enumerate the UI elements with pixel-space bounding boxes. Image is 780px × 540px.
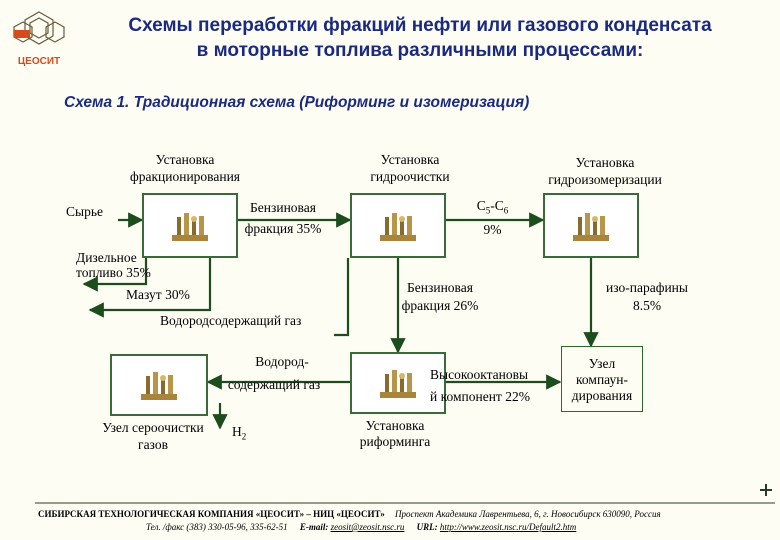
compounding-node: Узел компаун- дирования	[561, 346, 643, 412]
refinery-icon	[573, 212, 609, 241]
footer-url-link[interactable]: http://www.zeosit.nsc.ru/Default2.htm	[439, 522, 577, 532]
page-title-line1: Схемы переработки фракций нефти или газо…	[128, 15, 712, 36]
compounding-line1: Узел	[588, 356, 616, 371]
unit-hydroisomerization-label-2: гидроизомеризации	[548, 172, 662, 187]
flow-isoparaffins-line2: 8.5%	[632, 298, 662, 313]
flow-mazut-label: Мазут 30%	[126, 287, 190, 302]
flow-feed-label: Сырье	[66, 204, 103, 219]
refinery-icon	[141, 372, 177, 400]
unit-hydroisomerization	[543, 193, 639, 258]
unit-fractionation-label-1: Установка	[155, 152, 215, 167]
footer-email-link[interactable]: zeosit@zeosit.nsc.ru	[330, 522, 405, 532]
refinery-icon	[172, 212, 208, 241]
flow-gasoline-26-line1: Бензиновая	[407, 280, 473, 295]
unit-gas-desulfurization	[110, 354, 208, 416]
compounding-line3: дирования	[571, 388, 633, 403]
unit-fractionation	[142, 193, 238, 258]
flow-gasoline-35-line2: фракция 35%	[244, 221, 322, 236]
refinery-icon	[380, 212, 416, 241]
unit-hydrotreating	[350, 193, 446, 258]
unit-gas-desulfurization-label-2: газов	[138, 437, 168, 452]
scheme-subtitle: Схема 1. Традиционная схема (Риформинг и…	[64, 94, 530, 111]
flow-diesel-line2: топливо 35%	[76, 265, 151, 280]
footer-phone: Тел. /факс (383) 330-05-96, 335-62-51	[146, 522, 288, 532]
compounding-line2: компаун-	[576, 372, 628, 387]
flow-diesel-line1: Дизельное	[76, 250, 137, 265]
unit-fractionation-label-2: фракционирования	[129, 169, 241, 184]
logo-text: ЦЕОСИТ	[18, 56, 60, 67]
page-title-line2: в моторные топлива различными процессами…	[196, 40, 644, 61]
flow-hydrogen-gas-2-line1: Водород-	[255, 354, 309, 369]
unit-gas-desulfurization-label-1: Узел сероочистки	[102, 420, 204, 435]
unit-reforming	[350, 352, 446, 414]
footer-line1: СИБИРСКАЯ ТЕХНОЛОГИЧЕСКАЯ КОМПАНИЯ «ЦЕОС…	[38, 509, 661, 519]
unit-hydroisomerization-label-1: Установка	[575, 155, 635, 170]
flow-hydrogen-gas-2-line2: содержащий газ	[227, 377, 321, 392]
flow-h2-label: H2	[232, 424, 247, 442]
flow-isoparaffins-line1: изо-парафины	[606, 280, 688, 295]
arrow-diesel	[82, 258, 148, 292]
footer-address: Проспект Академика Лаврентьева, 6, г. Но…	[395, 509, 661, 519]
flow-c5c6-label: C5-C6	[476, 198, 509, 216]
flow-high-octane-line1: Высокооктановы	[430, 367, 529, 382]
flow-hydrogen-gas-1-label: Водородсодержащий газ	[160, 313, 302, 328]
ceosit-logo: ЦЕОСИТ	[13, 11, 65, 67]
unit-reforming-label-1: Установка	[365, 418, 425, 433]
flow-c5c6-percent: 9%	[483, 222, 502, 237]
footer-line2: Тел. /факс (383) 330-05-96, 335-62-51 E-…	[146, 522, 576, 532]
arrow-mazut	[88, 258, 212, 318]
footer-url-label: URL:	[416, 522, 438, 532]
flow-high-octane-line2: й компонент 22%	[430, 389, 530, 404]
unit-hydrotreating-label-2: гидроочистки	[370, 169, 450, 184]
arrow-hydrogen-gas-1	[334, 258, 350, 337]
flow-gasoline-26-line2: фракция 26%	[401, 298, 479, 313]
refinery-icon	[380, 370, 416, 398]
flow-gasoline-35-line1: Бензиновая	[250, 200, 316, 215]
unit-reforming-label-2: риформинга	[359, 434, 431, 449]
footer-email-label: E-mail:	[299, 522, 329, 532]
footer-company: СИБИРСКАЯ ТЕХНОЛОГИЧЕСКАЯ КОМПАНИЯ «ЦЕОС…	[38, 509, 385, 519]
unit-hydrotreating-label-1: Установка	[380, 152, 440, 167]
